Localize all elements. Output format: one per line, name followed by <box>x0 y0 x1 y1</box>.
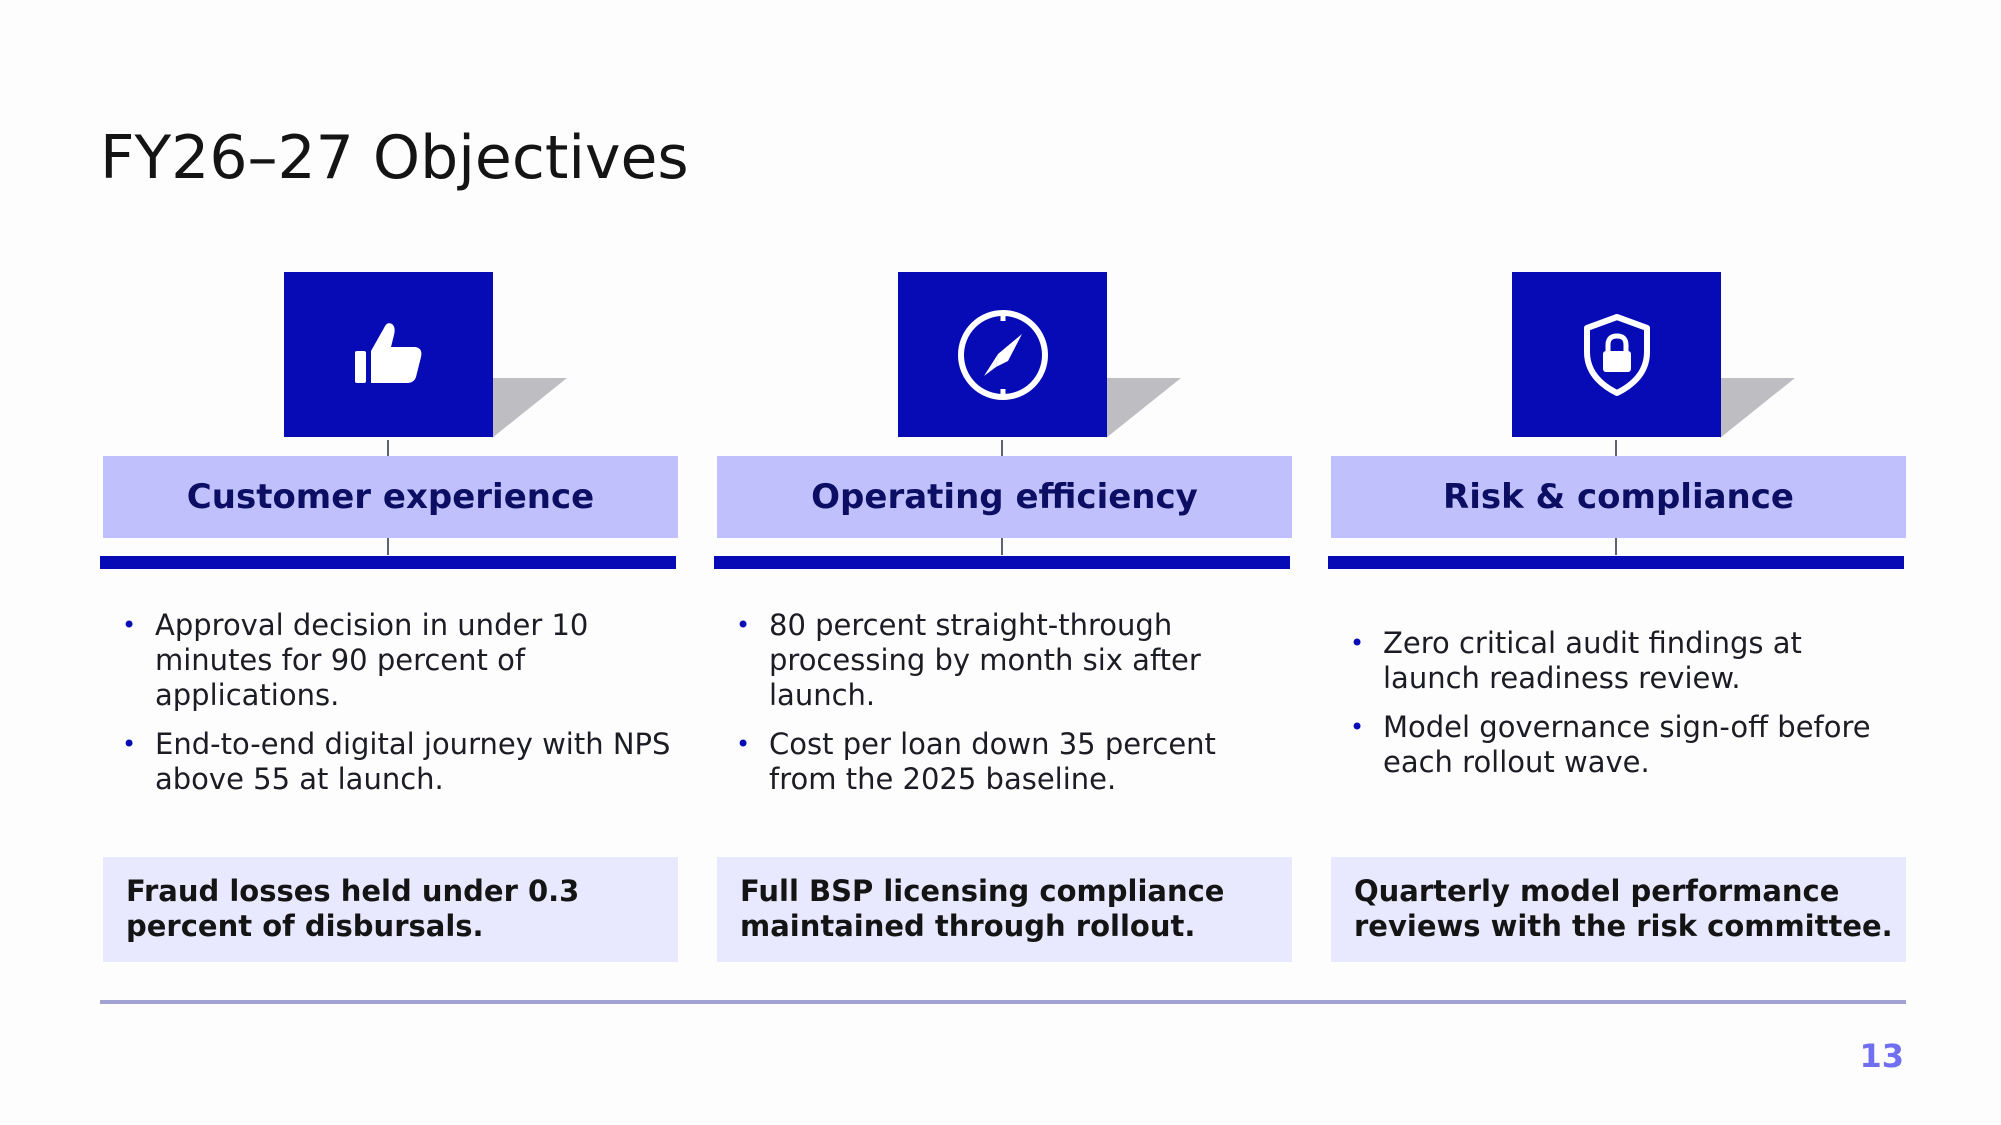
bullet-text: 80 percent straight-through processing b… <box>769 608 1201 712</box>
bullet-item: • Approval decision in under 10 minutes f… <box>122 608 672 713</box>
objective-heading: Risk & compliance <box>1443 477 1794 517</box>
icon-shadow <box>492 378 567 438</box>
footer-divider <box>100 1000 1906 1004</box>
heading-box <box>717 456 1292 538</box>
bullet-text: Approval decision in under 10 minutes fo… <box>155 608 589 712</box>
bullet-dot: • <box>1350 629 1365 657</box>
objective-column-customer-experience: Customer experience • Approval decision i… <box>100 0 678 1125</box>
objective-note: Full BSP licensing compliance maintained… <box>740 874 1225 943</box>
icon-shadow <box>1720 378 1795 438</box>
bullet-text: Model governance sign-off before each ro… <box>1383 710 1871 779</box>
objective-column-risk-compliance: Risk & compliance • Zero critical audit f… <box>1328 0 1906 1125</box>
icon-tile <box>284 272 493 437</box>
objective-column-operating-efficiency: Operating efficiency • 80 percent straigh… <box>714 0 1292 1125</box>
bullet-item: • Zero critical audit findings at launch … <box>1350 626 1900 696</box>
heading-underline-bar <box>714 556 1290 569</box>
bullet-list: • Approval decision in under 10 minutes f… <box>122 608 672 811</box>
bullet-dot: • <box>122 611 137 639</box>
note-box <box>1331 857 1906 962</box>
icon-tile <box>1512 272 1721 437</box>
objective-note: Fraud losses held under 0.3 percent of d… <box>126 874 580 943</box>
bullet-item: • End-to-end digital journey with NPS abo… <box>122 727 672 797</box>
bullet-list: • 80 percent straight-through processing … <box>736 608 1286 811</box>
objective-note: Quarterly model performance reviews with… <box>1354 874 1893 943</box>
heading-underline-bar <box>100 556 676 569</box>
heading-underline-bar <box>1328 556 1904 569</box>
bullet-text: Cost per loan down 35 percent from the 2… <box>769 727 1216 796</box>
bullet-dot: • <box>122 730 137 758</box>
note-box <box>103 857 678 962</box>
heading-box <box>1331 456 1906 538</box>
compass-icon <box>955 307 1051 403</box>
bullet-item: • Model governance sign-off before each r… <box>1350 710 1900 780</box>
heading-box <box>103 456 678 538</box>
note-box <box>717 857 1292 962</box>
thumbs-up-icon <box>351 317 427 393</box>
bullet-item: • 80 percent straight-through processing … <box>736 608 1286 713</box>
bullet-text: Zero critical audit findings at launch r… <box>1383 626 1802 695</box>
bullet-list: • Zero critical audit findings at launch … <box>1350 626 1900 794</box>
bullet-dot: • <box>736 730 751 758</box>
bullet-dot: • <box>736 611 751 639</box>
bullet-dot: • <box>1350 713 1365 741</box>
icon-tile <box>898 272 1107 437</box>
objective-heading: Customer experience <box>186 477 595 517</box>
bullet-text: End-to-end digital journey with NPS abov… <box>155 727 671 796</box>
bullet-item: • Cost per loan down 35 percent from the … <box>736 727 1286 797</box>
slide-title: FY26–27 Objectives <box>100 123 689 193</box>
shield-lock-icon <box>1579 312 1655 398</box>
objective-heading: Operating efficiency <box>811 477 1198 517</box>
page-number: 13 <box>1859 1037 1904 1075</box>
icon-shadow <box>1106 378 1181 438</box>
